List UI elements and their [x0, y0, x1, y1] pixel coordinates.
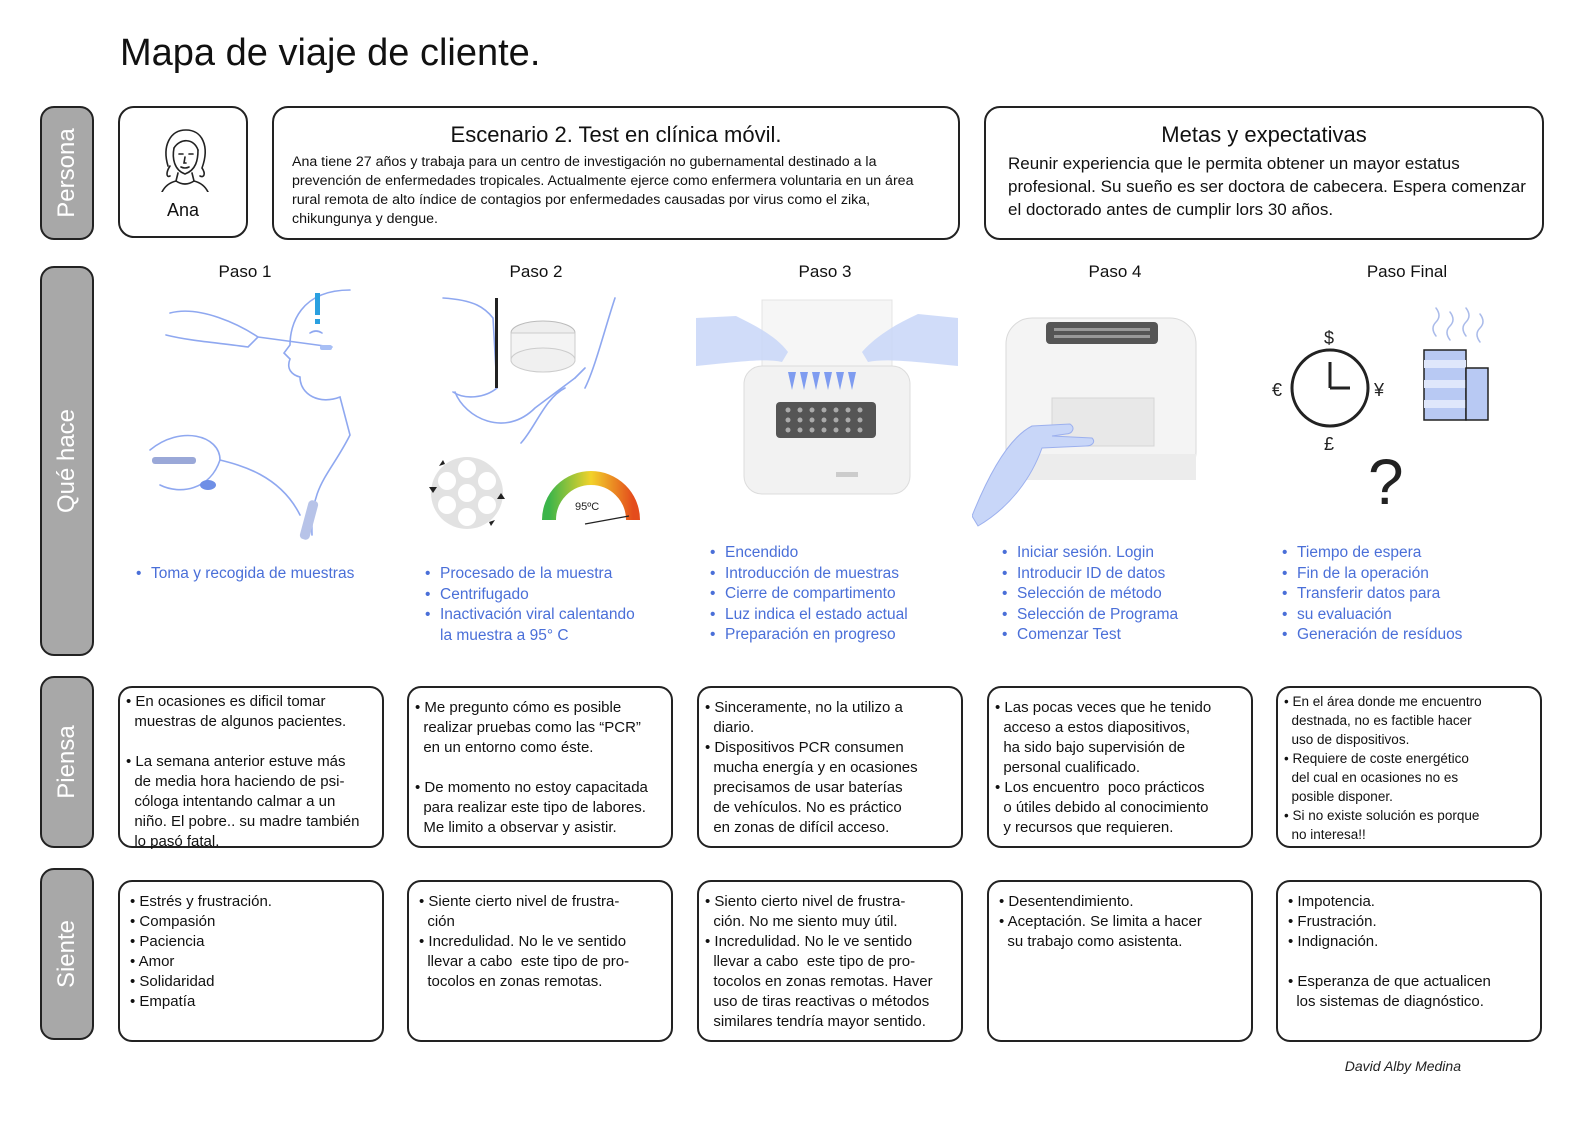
actions-list: Tiempo de espera Fin de la operación Tra… — [1280, 543, 1462, 646]
pcr-touchscreen-illustration — [972, 317, 1197, 527]
sample-processing-illustration: 95ºC — [429, 297, 640, 529]
woman-face-icon — [161, 129, 209, 192]
row-label-persona: Persona — [40, 106, 94, 240]
siente-cell: • Desentendimiento. • Aceptación. Se lim… — [987, 880, 1253, 1042]
goals-card: Metas y expectativas Reunir experiencia … — [984, 106, 1544, 240]
currency-yen: ¥ — [1373, 380, 1385, 400]
author-signature: David Alby Medina — [1344, 1058, 1461, 1074]
page-title: Mapa de viaje de cliente. — [120, 32, 541, 74]
action-item: Luz indica el estado actual — [708, 605, 908, 626]
action-item: Toma y recogida de muestras — [134, 564, 354, 585]
step-label: Paso 1 — [218, 262, 272, 281]
currency-pound: £ — [1324, 434, 1334, 454]
goals-title: Metas y expectativas — [1161, 122, 1367, 147]
question-mark: ? — [1368, 446, 1404, 518]
action-item: Preparación en progreso — [708, 625, 908, 646]
actions-list: Procesado de la muestra Centrifugado Ina… — [423, 564, 635, 646]
action-item: Introducir ID de datos — [1000, 564, 1178, 585]
row-label-siente: Siente — [40, 868, 94, 1040]
action-item: Encendido — [708, 543, 908, 564]
piensa-cell: • Las pocas veces que he tenido acceso a… — [987, 686, 1253, 848]
action-item: Transferir datos para — [1280, 584, 1462, 605]
scenario-title: Escenario 2. Test en clínica móvil. — [450, 122, 782, 147]
piensa-cell: • Sinceramente, no la utilizo a diario. … — [697, 686, 963, 848]
action-item: Fin de la operación — [1280, 564, 1462, 585]
currency-dollar: $ — [1324, 328, 1334, 348]
siente-cell: • Impotencia. • Frustración. • Indignaci… — [1276, 880, 1542, 1042]
action-item: su evaluación — [1280, 605, 1462, 626]
step-label: Paso 2 — [509, 262, 563, 281]
action-item: Generación de resíduos — [1280, 625, 1462, 646]
currency-euro: € — [1272, 380, 1282, 400]
step-label: Paso Final — [1366, 262, 1448, 281]
siente-cell: • Siente cierto nivel de frustra- ción •… — [407, 880, 673, 1042]
action-item: Selección de Programa — [1000, 605, 1178, 626]
action-item: Tiempo de espera — [1280, 543, 1462, 564]
action-item: la muestra a 95° C — [440, 626, 569, 644]
persona-name: Ana — [166, 200, 200, 220]
actions-list: Toma y recogida de muestras — [134, 564, 354, 585]
action-item: Comenzar Test — [1000, 625, 1178, 646]
action-item: Centrifugado — [423, 585, 635, 606]
swab-sampling-illustration — [149, 289, 351, 540]
action-item: Iniciar sesión. Login — [1000, 543, 1178, 564]
piensa-cell: • Me pregunto cómo es posible realizar p… — [407, 686, 673, 848]
action-item: Introducción de muestras — [708, 564, 908, 585]
pcr-loading-illustration — [696, 299, 958, 495]
siente-cell: • Estrés y frustración. • Compasión • Pa… — [118, 880, 384, 1042]
gauge-label: 95ºC — [575, 501, 599, 513]
row-label-piensa: Piensa — [40, 676, 94, 848]
actions-list: Iniciar sesión. Login Introducir ID de d… — [1000, 543, 1178, 646]
piensa-cell: • En el área donde me encuentro destnada… — [1276, 686, 1542, 848]
scenario-card: Escenario 2. Test en clínica móvil. Ana … — [272, 106, 960, 240]
step-label: Paso 3 — [798, 262, 852, 281]
siente-cell: • Siento cierto nivel de frustra- ción. … — [697, 880, 963, 1042]
persona-card: Ana — [118, 106, 248, 238]
time-cost-waste-illustration: $ € ¥ £ ? — [1272, 307, 1489, 518]
action-item: Inactivación viral calentando — [423, 605, 635, 626]
action-item: Cierre de compartimento — [708, 584, 908, 605]
action-item: Procesado de la muestra — [423, 564, 635, 585]
step-label: Paso 4 — [1088, 262, 1142, 281]
scenario-text: Ana tiene 27 años y trabaja para un cent… — [292, 154, 914, 227]
action-item: Selección de método — [1000, 584, 1178, 605]
row-label-que-hace: Qué hace — [40, 266, 94, 656]
piensa-cell: • En ocasiones es dificil tomar muestras… — [118, 686, 384, 850]
goals-text: Reunir experiencia que le permita obtene… — [1008, 154, 1526, 219]
actions-list: Encendido Introducción de muestras Cierr… — [708, 543, 908, 646]
